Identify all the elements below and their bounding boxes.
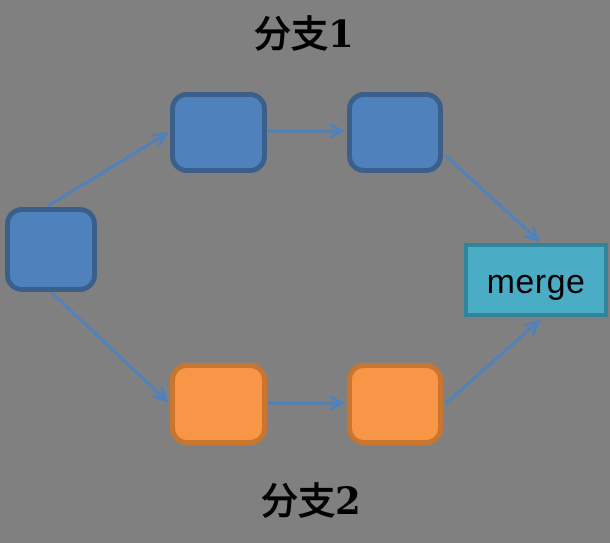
node-merge: merge <box>464 243 608 317</box>
merge-label: merge <box>486 262 586 301</box>
node-branch1-step1 <box>170 92 267 173</box>
branch2-title: 分支2 <box>261 479 361 523</box>
node-branch1-step2 <box>347 92 443 173</box>
edge-start-to-branch2-step1 <box>49 290 169 403</box>
edge-branch2-step2-to-merge <box>445 319 541 405</box>
branch1-title: 分支1 <box>254 12 354 56</box>
node-start <box>5 207 97 292</box>
edge-start-to-branch1-step1 <box>47 132 169 208</box>
edge-branch1-step2-to-merge <box>444 154 541 243</box>
node-branch2-step2 <box>347 363 443 445</box>
node-branch2-step1 <box>170 363 267 445</box>
